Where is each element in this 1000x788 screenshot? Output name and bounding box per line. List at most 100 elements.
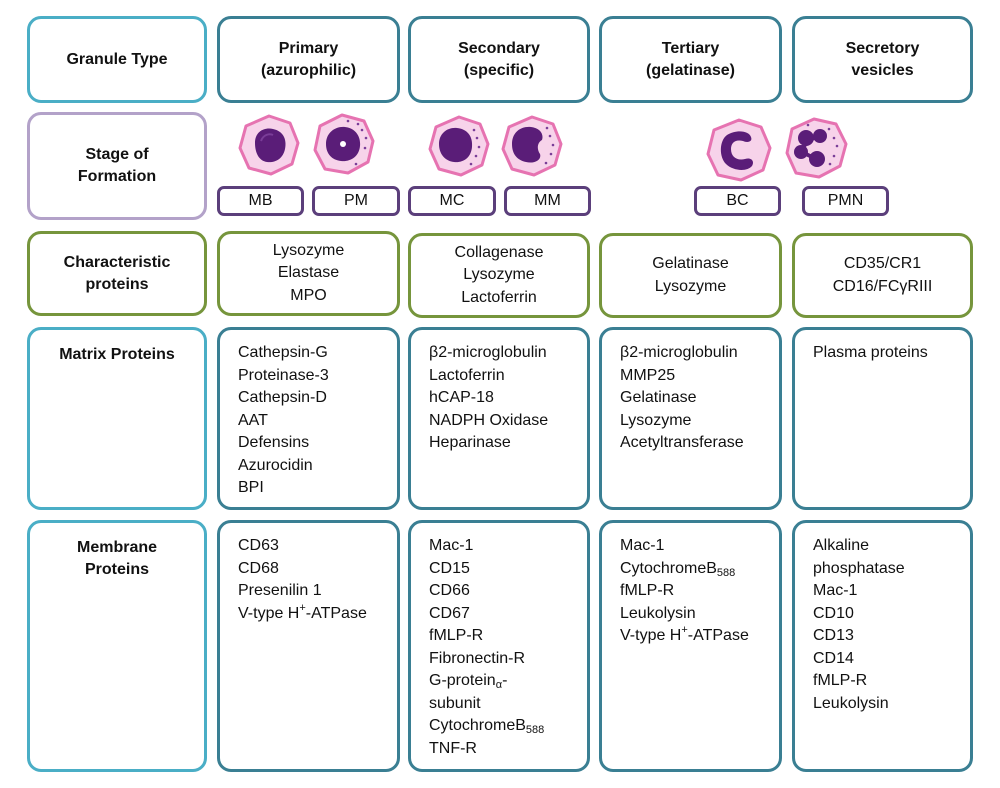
stage-label-box: Stage of Formation bbox=[27, 112, 207, 220]
matrix-primary-item: BPI bbox=[238, 479, 264, 496]
membrane-primary-text: V-type H bbox=[238, 604, 300, 622]
membrane-secretory-item: CD13 bbox=[813, 627, 854, 644]
stage-mm-label: MM bbox=[534, 192, 561, 209]
neutrophil-cell-icon bbox=[785, 117, 848, 179]
characteristic-secondary-item: Lysozyme bbox=[463, 266, 535, 284]
subscript: 588 bbox=[525, 724, 545, 736]
matrix-tertiary-item: MMP25 bbox=[620, 366, 676, 384]
membrane-secondary-item: CytochromeB588 bbox=[429, 715, 587, 738]
membrane-secondary-item: Mac-1 bbox=[429, 537, 474, 554]
membrane-secondary-text: G-protein bbox=[429, 672, 496, 689]
stage-mb-label: MB bbox=[248, 192, 273, 209]
characteristic-tertiary-box: Gelatinase Lysozyme bbox=[599, 233, 782, 318]
membrane-tertiary-item: Mac-1 bbox=[620, 537, 665, 554]
membrane-secretory-box: Alkaline phosphatase Mac-1 CD10 CD13 CD1… bbox=[792, 520, 973, 772]
matrix-label: Matrix Proteins bbox=[59, 346, 175, 363]
matrix-secondary-item: Heparinase bbox=[429, 434, 511, 451]
membrane-secondary-text: - bbox=[502, 672, 508, 689]
membrane-secondary-item: TNF-R bbox=[429, 739, 477, 757]
header-primary-line1: Primary bbox=[278, 39, 339, 57]
header-secretory-line1: Secretory bbox=[845, 39, 920, 57]
membrane-tertiary-text: -ATPase bbox=[687, 627, 749, 644]
membrane-label-line1: Membrane bbox=[76, 539, 158, 556]
matrix-tertiary-item: Acetyltransferase bbox=[620, 434, 744, 451]
band-cell-icon bbox=[706, 118, 772, 182]
membrane-secretory-item: fMLP-R bbox=[813, 672, 868, 689]
matrix-secondary-item: Lactoferrin bbox=[429, 366, 505, 384]
myeloblast-cell-icon bbox=[238, 114, 300, 176]
header-secretory-line2: vesicles bbox=[851, 61, 914, 79]
stage-label-line1: Stage of bbox=[85, 146, 149, 163]
matrix-tertiary-box: β2-microglobulin MMP25 Gelatinase Lysozy… bbox=[599, 327, 782, 510]
membrane-primary-box: CD63 CD68 Presenilin 1 V-type H+-ATPase bbox=[217, 520, 400, 772]
stage-mb-box: MB bbox=[217, 186, 304, 216]
stage-pm-box: PM bbox=[312, 186, 400, 216]
membrane-secondary-item: CD15 bbox=[429, 559, 470, 577]
header-primary: Primary (azurophilic) bbox=[217, 16, 400, 103]
membrane-tertiary-text: V-type H bbox=[620, 627, 682, 644]
superscript: + bbox=[299, 601, 306, 614]
stage-bc-label: BC bbox=[726, 192, 749, 209]
header-primary-line2: (azurophilic) bbox=[260, 61, 357, 79]
matrix-secondary-box: β2-microglobulin Lactoferrin hCAP-18 NAD… bbox=[408, 327, 590, 510]
matrix-secretory-item: Plasma proteins bbox=[813, 344, 928, 361]
stage-mm-box: MM bbox=[504, 186, 591, 216]
membrane-secondary-item: CD66 bbox=[429, 582, 470, 599]
characteristic-primary-item: Elastase bbox=[277, 264, 340, 282]
matrix-secretory-box: Plasma proteins bbox=[792, 327, 973, 510]
header-secretory: Secretory vesicles bbox=[792, 16, 973, 103]
membrane-secretory-item: CD14 bbox=[813, 649, 854, 667]
membrane-secondary-item: fMLP-R bbox=[429, 627, 484, 644]
membrane-secondary-item: CD67 bbox=[429, 604, 470, 622]
matrix-primary-item: Defensins bbox=[238, 434, 310, 451]
membrane-primary-item: V-type H+-ATPase bbox=[238, 601, 397, 626]
superscript: + bbox=[681, 624, 688, 636]
matrix-primary-item: Cathepsin-G bbox=[238, 344, 328, 361]
membrane-label-line2: Proteins bbox=[84, 561, 149, 578]
membrane-secondary-item: subunit bbox=[429, 694, 481, 712]
characteristic-secondary-item: Collagenase bbox=[454, 243, 544, 261]
stage-label-line2: Formation bbox=[77, 168, 157, 185]
header-secondary-line1: Secondary bbox=[458, 39, 540, 57]
membrane-tertiary-item: V-type H+-ATPase bbox=[620, 625, 779, 648]
characteristic-primary-box: Lysozyme Elastase MPO bbox=[217, 231, 400, 316]
membrane-secondary-box: Mac-1 CD15 CD66 CD67 fMLP-R Fibronectin-… bbox=[408, 520, 590, 772]
matrix-label-box: Matrix Proteins bbox=[27, 327, 207, 510]
header-secondary-line2: (specific) bbox=[463, 61, 535, 79]
stage-mc-box: MC bbox=[408, 186, 496, 216]
subscript: 588 bbox=[716, 566, 736, 579]
characteristic-primary-item: Lysozyme bbox=[272, 241, 345, 259]
characteristic-tertiary-item: Gelatinase bbox=[652, 255, 729, 272]
matrix-tertiary-item: Lysozyme bbox=[620, 411, 692, 429]
myelocyte-cell-icon bbox=[428, 115, 490, 177]
matrix-secondary-item: β2-microglobulin bbox=[429, 344, 547, 361]
matrix-primary-item: Cathepsin-D bbox=[238, 389, 327, 406]
membrane-tertiary-item: Leukolysin bbox=[620, 604, 696, 622]
membrane-secondary-text: CytochromeB bbox=[429, 717, 526, 734]
matrix-primary-item: AAT bbox=[238, 411, 268, 429]
matrix-primary-item: Proteinase-3 bbox=[238, 366, 329, 384]
membrane-primary-text: -ATPase bbox=[305, 604, 367, 622]
membrane-label-box: Membrane Proteins bbox=[27, 520, 207, 772]
header-tertiary: Tertiary (gelatinase) bbox=[599, 16, 782, 103]
characteristic-label-box: Characteristic proteins bbox=[27, 231, 207, 316]
stage-pmn-box: PMN bbox=[802, 186, 889, 216]
membrane-secretory-item: Alkaline bbox=[813, 537, 870, 554]
characteristic-secretory-box: CD35/CR1 CD16/FCγRIII bbox=[792, 233, 973, 318]
promyelocyte-cell-icon bbox=[313, 113, 375, 175]
membrane-secretory-item: phosphatase bbox=[813, 559, 905, 577]
characteristic-label-line2: proteins bbox=[85, 275, 149, 293]
stage-mc-label: MC bbox=[439, 192, 465, 209]
membrane-secondary-item: G-proteinα- bbox=[429, 670, 587, 693]
membrane-primary-item: CD63 bbox=[238, 537, 279, 554]
characteristic-secretory-item: CD35/CR1 bbox=[843, 255, 922, 272]
characteristic-tertiary-item: Lysozyme bbox=[654, 277, 727, 295]
stage-pmn-label: PMN bbox=[827, 192, 864, 209]
metamyelocyte-cell-icon bbox=[501, 115, 563, 177]
matrix-tertiary-item: β2-microglobulin bbox=[620, 344, 738, 361]
membrane-tertiary-text: CytochromeB bbox=[620, 559, 717, 577]
membrane-secondary-item: Fibronectin-R bbox=[429, 649, 526, 667]
header-tertiary-line2: (gelatinase) bbox=[646, 61, 735, 79]
header-granule-type-label: Granule Type bbox=[66, 50, 168, 68]
membrane-primary-item: Presenilin 1 bbox=[238, 582, 322, 599]
